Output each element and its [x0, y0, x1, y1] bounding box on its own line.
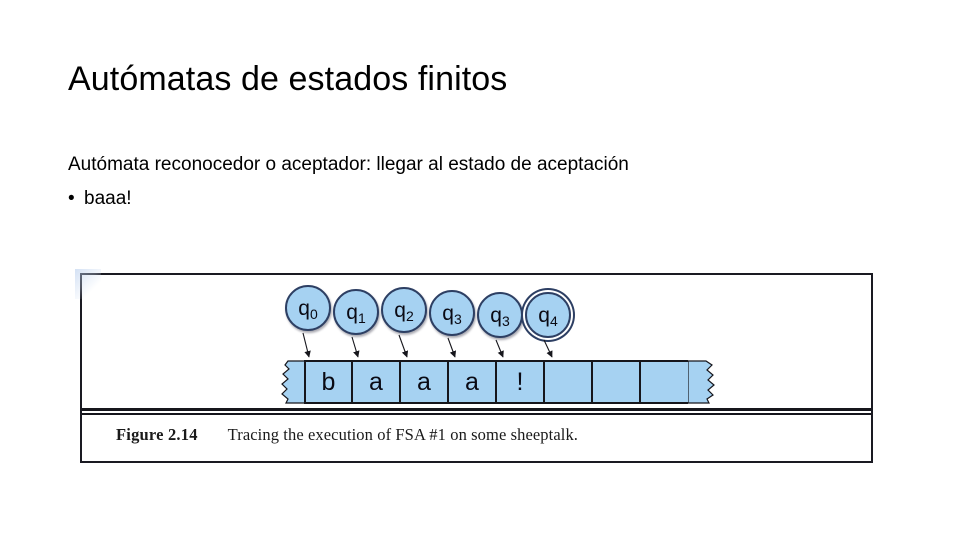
tape-cell-row: b a a a ! [304, 360, 688, 404]
state-node-q0: q0 [285, 285, 331, 331]
tape-cell [640, 360, 688, 404]
divider-rule-thick [82, 408, 871, 411]
state-node-q4-accepting: q4 [525, 292, 571, 338]
caption-divider [82, 408, 871, 415]
state-label-q3: q3 [442, 301, 462, 327]
bullet-glyph-icon: • [68, 188, 75, 209]
bullet-item-label: baaa! [84, 188, 132, 209]
page-title: Autómatas de estados finitos [68, 60, 508, 98]
figure-caption-text: Tracing the execution of FSA #1 on some … [227, 425, 579, 444]
state-node-q1: q1 [333, 289, 379, 335]
state-label-q2: q2 [394, 298, 414, 324]
bullet-list-item: • baaa! [68, 182, 908, 216]
state-label-q0: q0 [298, 296, 318, 322]
slide-body-text: Autómata reconocedor o aceptador: llegar… [68, 148, 908, 216]
tape-cell: a [448, 360, 496, 404]
state-node-q3-second: q3 [477, 292, 523, 338]
divider-rule-thin [82, 413, 871, 415]
figure-caption: Figure 2.14 Tracing the execution of FSA … [116, 425, 861, 445]
tape-cell: a [352, 360, 400, 404]
state-label-q1: q1 [346, 300, 366, 326]
tape-cell: ! [496, 360, 544, 404]
tape-cell: a [400, 360, 448, 404]
tape-cell: b [304, 360, 352, 404]
tape-cell [592, 360, 640, 404]
figure-caption-label: Figure 2.14 [116, 425, 198, 444]
body-line-1: Autómata reconocedor o aceptador: llegar… [68, 154, 629, 175]
state-label-q4: q4 [538, 303, 558, 329]
fsa-trace-diagram: q0 q1 q2 q3 q3 q4 [82, 275, 871, 409]
tape-torn-right-edge [688, 360, 715, 404]
state-label-q3-second: q3 [490, 303, 510, 329]
tape-cell [544, 360, 592, 404]
state-node-q3: q3 [429, 290, 475, 336]
figure-container: q0 q1 q2 q3 q3 q4 [75, 269, 873, 463]
state-node-q2: q2 [381, 287, 427, 333]
